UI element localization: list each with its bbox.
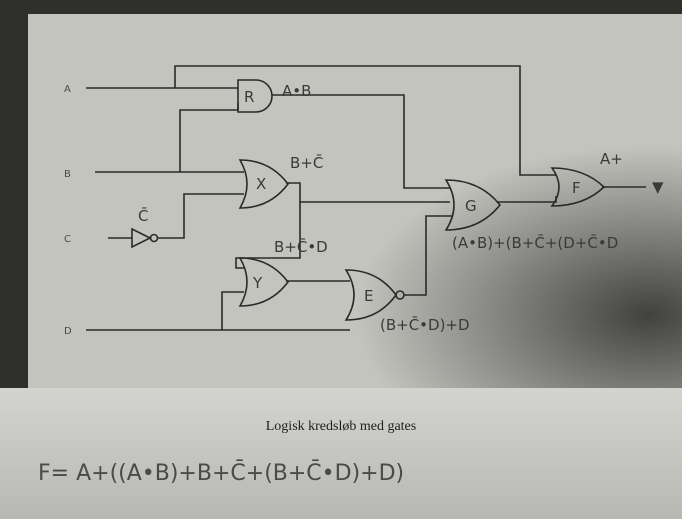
- annotation-not-out: C̄: [138, 206, 148, 225]
- annotation-y-out: B+C̄•D: [274, 237, 328, 256]
- input-label-d: D: [64, 326, 72, 337]
- gate-x-or: [238, 159, 290, 209]
- wire-r-to-g: [272, 94, 450, 189]
- output-arrow-icon: ▼: [652, 178, 664, 196]
- not-gate: [131, 227, 152, 249]
- gate-label-f: F: [572, 179, 581, 197]
- gate-e-nor: [344, 269, 397, 321]
- gate-label-e: E: [364, 287, 373, 305]
- annotation-r-out: A•B: [282, 82, 311, 100]
- gate-label-g: G: [465, 197, 477, 215]
- wire-d-to-y: [221, 291, 244, 330]
- input-label-c: C: [64, 234, 71, 245]
- gate-label-y: Y: [252, 274, 263, 292]
- wire-a-to-f: [174, 65, 556, 176]
- not-gate-bubble: [149, 233, 159, 243]
- annotation-x-out: B+C̄: [290, 153, 323, 172]
- input-label-b: B: [64, 169, 71, 180]
- gate-label-r: R: [244, 88, 254, 106]
- gate-y-or: [238, 257, 290, 307]
- gate-r-and: [237, 79, 273, 113]
- wire-not-to-x: [158, 193, 244, 239]
- annotation-e-out: (B+C̄•D)+D: [380, 315, 470, 334]
- handwritten-formula: F= A+((A•B)+B+C̄+(B+C̄•D)+D): [38, 460, 404, 486]
- wire-x-to-y: [235, 202, 301, 269]
- wire-e-to-g: [404, 215, 452, 296]
- input-label-a: A: [64, 84, 71, 95]
- figure-caption: Logisk kredsløb med gates: [266, 419, 416, 434]
- gate-e-bubble: [395, 290, 405, 300]
- wire-x-to-g: [286, 182, 450, 203]
- gate-g-or: [444, 179, 502, 231]
- caption-sheet: [0, 388, 682, 519]
- annotation-f-out: A+: [600, 150, 623, 168]
- gate-label-x: X: [256, 175, 266, 193]
- annotation-g-out: (A•B)+(B+C̄+(D+C̄•D: [452, 233, 618, 252]
- gate-f-or: [550, 167, 606, 207]
